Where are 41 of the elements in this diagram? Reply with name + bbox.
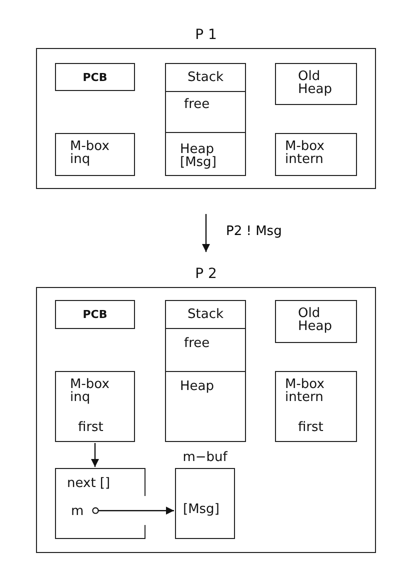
memory-box [165, 91, 246, 133]
box-label: Heap [180, 380, 215, 393]
box-label: M-box inq [70, 140, 110, 166]
memory-box [165, 132, 246, 176]
box-title: m−buf [182, 451, 229, 464]
box-label: [Msg] [183, 503, 220, 516]
box-label: next [] [67, 477, 112, 490]
memory-box [165, 300, 246, 329]
arrow [202, 214, 210, 252]
arrow [92, 506, 174, 515]
box-label: Old Heap [298, 70, 333, 96]
memory-box [55, 63, 135, 91]
memory-box [165, 328, 246, 372]
memory-box [275, 371, 357, 442]
memory-box [55, 468, 145, 539]
box-label: Old Heap [298, 307, 333, 333]
box-label: free [184, 337, 211, 350]
box-label: PCB [82, 308, 108, 321]
memory-box [165, 371, 246, 442]
box-label: Stack [186, 71, 224, 84]
box-label: Stack [186, 308, 224, 321]
memory-box [55, 133, 135, 176]
memory-box [275, 63, 357, 105]
box-title: P 1 [194, 29, 218, 42]
box-label: M-box intern [285, 140, 326, 166]
box-label: M-box inq [70, 378, 110, 404]
memory-box [275, 133, 357, 176]
memory-box [55, 371, 135, 442]
box-label: first [78, 421, 104, 434]
box-label: PCB [82, 71, 108, 84]
box-label: m [71, 505, 85, 518]
box-label: free [184, 98, 211, 111]
memory-box [275, 300, 357, 343]
memory-box [55, 300, 135, 329]
memory-box [165, 63, 246, 92]
edge-label: P2 ! Msg [226, 224, 282, 239]
box-label: Heap [Msg] [180, 143, 218, 169]
arrow [91, 443, 99, 467]
box-label: first [298, 421, 324, 434]
box-title: P 2 [194, 268, 218, 281]
box-label: M-box intern [285, 378, 326, 404]
